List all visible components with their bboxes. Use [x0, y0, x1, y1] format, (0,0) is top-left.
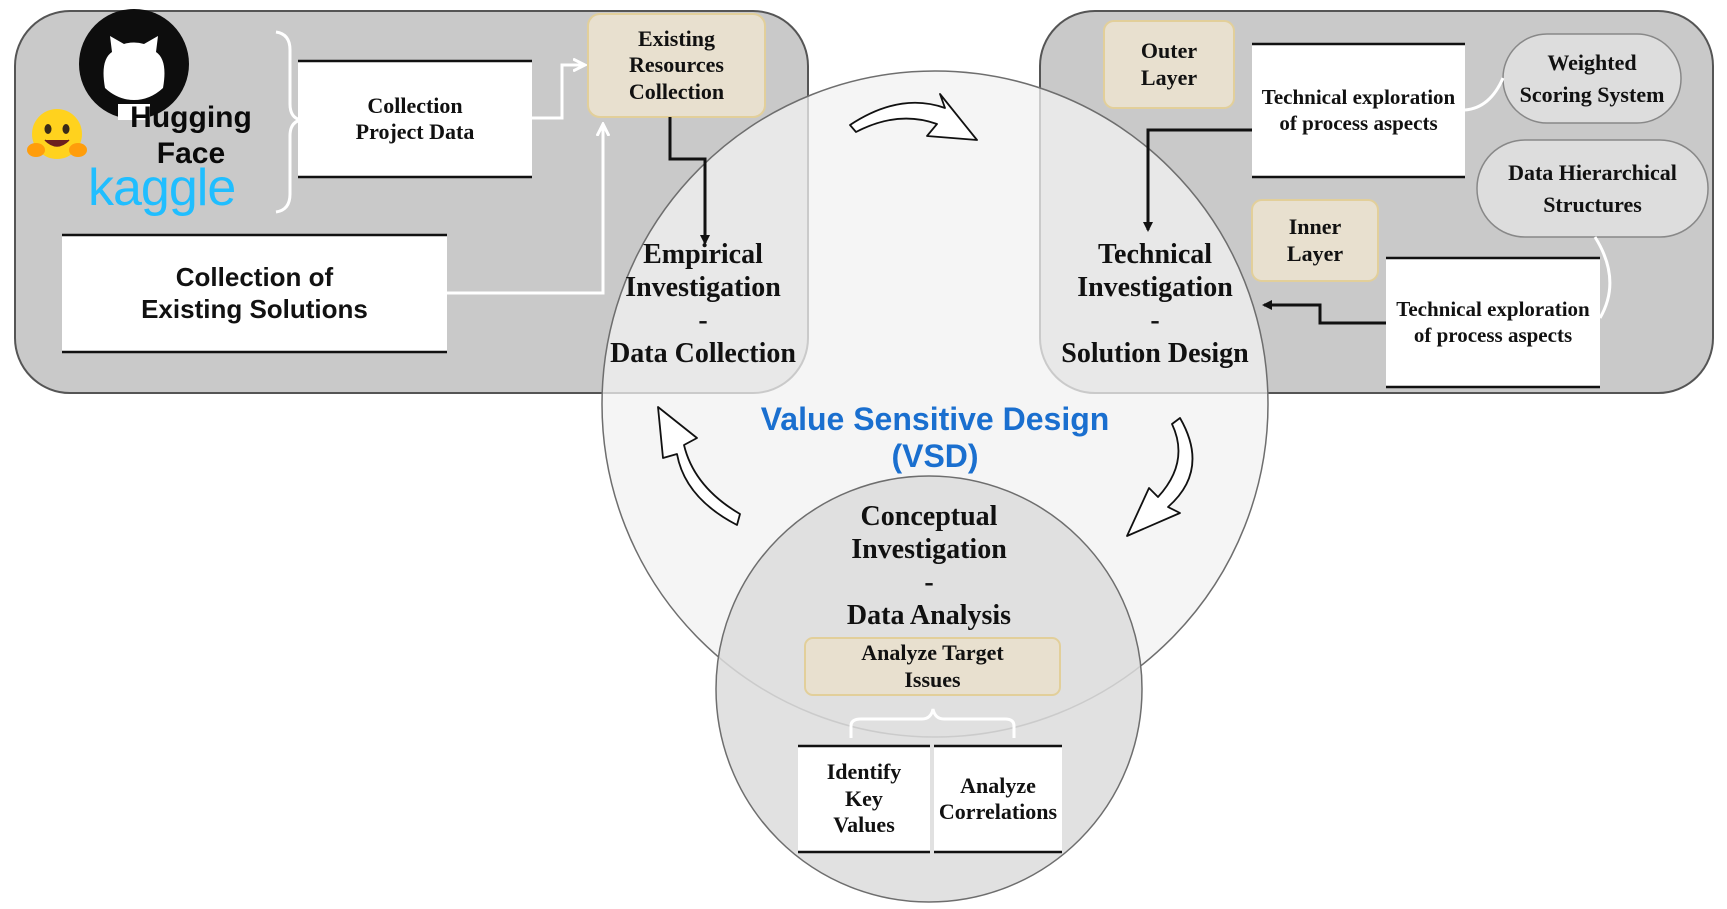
technical-investigation-title: Technical Investigation - Solution Desig…: [1061, 238, 1249, 370]
outer-layer-box: [1103, 20, 1235, 109]
data-hierarchical-pill: [1476, 139, 1709, 238]
inner-layer-label: Inner Layer: [1286, 214, 1344, 266]
solutions-to-resources-arrow: [447, 125, 603, 295]
github-icon: [79, 9, 189, 120]
logos-brace: [275, 30, 302, 214]
analyze-correlations-box: [934, 744, 1062, 854]
analysis-brace: [849, 708, 1016, 738]
cycle-arrow-top: [849, 93, 978, 141]
kaggle-logo-text: kaggle: [88, 158, 236, 217]
identify-key-values-label: Identify Key Values: [826, 759, 902, 838]
cycle-arrow-left: [657, 406, 741, 526]
analyze-target-box: [804, 637, 1061, 696]
inner-layer-box: [1251, 199, 1379, 282]
collection-project-data-label: Collection Project Data: [355, 92, 475, 144]
hugging-face-logo-text: Hugging Face: [130, 101, 252, 170]
vsd-title: Value Sensitive Design (VSD): [760, 401, 1110, 474]
exploration-bottom-box: [1386, 256, 1600, 389]
analyze-target-label: Analyze Target Issues: [861, 640, 1004, 692]
outer-layer-label: Outer Layer: [1140, 38, 1198, 90]
exploration-to-weighted-connector: [1464, 77, 1505, 112]
hierarchical-to-exploration-connector: [1593, 236, 1612, 319]
cycle-arrow-right: [1126, 417, 1194, 537]
analyze-correlations-label: Analyze Correlations: [938, 772, 1058, 824]
existing-resources-label: Existing Resources Collection: [628, 25, 725, 104]
exploration-top-box: [1252, 42, 1465, 179]
weighted-scoring-label: Weighted Scoring System: [1519, 49, 1665, 107]
project-to-resources-arrow: [532, 65, 584, 120]
data-hierarchical-label: Data Hierarchical Structures: [1508, 159, 1677, 217]
identify-key-values-box: [798, 744, 930, 854]
exploration-bottom-label: Technical exploration of process aspects: [1396, 297, 1590, 347]
existing-solutions-label: Collection of Existing Solutions: [141, 262, 368, 324]
resources-to-empirical-arrow: [668, 117, 710, 245]
collection-project-data-box: [298, 59, 532, 179]
empirical-investigation-title: Empirical Investigation - Data Collectio…: [610, 238, 796, 370]
exploration-to-technical-arrow: [1143, 128, 1252, 232]
conceptual-investigation-title: Conceptual Investigation - Data Analysis: [846, 500, 1012, 632]
existing-resources-box: [587, 13, 766, 118]
hugging-face-emoji-icon: [27, 109, 87, 159]
exploration-bottom-to-technical-arrow: [1262, 300, 1386, 325]
exploration-top-label: Technical exploration of process aspects: [1261, 85, 1456, 135]
existing-solutions-box: [62, 233, 447, 354]
